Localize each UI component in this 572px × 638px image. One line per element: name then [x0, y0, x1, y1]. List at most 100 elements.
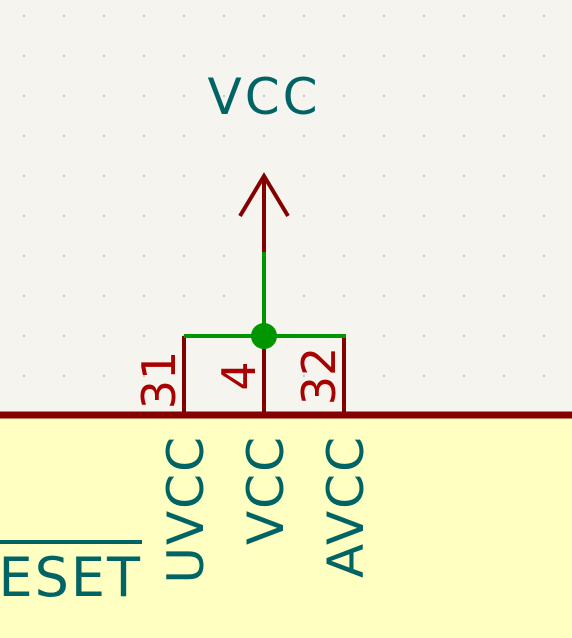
power-symbol-label: VCC	[207, 68, 320, 126]
grid-dot	[102, 94, 106, 98]
grid-dot	[302, 174, 306, 178]
grid-dot	[182, 214, 186, 218]
grid-dot	[502, 374, 506, 378]
grid-dot	[502, 294, 506, 298]
pin-name-vcc: VCC	[237, 435, 295, 545]
grid-dot	[222, 294, 226, 298]
grid-dot	[382, 294, 386, 298]
grid-dot	[542, 214, 546, 218]
grid-dot	[302, 14, 306, 18]
grid-dot	[222, 254, 226, 258]
grid-dot	[462, 174, 466, 178]
grid-dot	[22, 374, 26, 378]
grid-dot	[542, 294, 546, 298]
grid-dot	[22, 334, 26, 338]
pin-number-4: 4	[212, 361, 266, 390]
grid-dot	[502, 134, 506, 138]
grid-dot	[462, 94, 466, 98]
grid-dot	[22, 174, 26, 178]
grid-dot	[302, 54, 306, 58]
grid-dot	[342, 14, 346, 18]
grid-dot	[142, 134, 146, 138]
grid-dot	[182, 94, 186, 98]
grid-dot	[382, 134, 386, 138]
grid-dot	[142, 334, 146, 338]
grid-dot	[342, 214, 346, 218]
grid-dot	[382, 254, 386, 258]
grid-dot	[542, 254, 546, 258]
grid-dot	[62, 174, 66, 178]
grid-dot	[22, 14, 26, 18]
grid-dot	[262, 134, 266, 138]
power-symbol[interactable]: VCC	[207, 68, 320, 252]
grid-dot	[342, 294, 346, 298]
grid-dot	[422, 334, 426, 338]
grid-dot	[542, 54, 546, 58]
grid-dot	[382, 14, 386, 18]
grid-dot	[342, 54, 346, 58]
grid-dot	[462, 14, 466, 18]
grid-dot	[302, 254, 306, 258]
pin-number-32: 32	[292, 347, 346, 406]
grid-dot	[502, 14, 506, 18]
grid-dot	[302, 374, 306, 378]
grid-dot	[22, 254, 26, 258]
grid-dot	[382, 174, 386, 178]
grid-dot	[62, 294, 66, 298]
grid-dot	[542, 174, 546, 178]
grid-dot	[182, 294, 186, 298]
grid-dot	[102, 214, 106, 218]
grid-dot	[502, 94, 506, 98]
grid-dot	[502, 254, 506, 258]
grid-dot	[462, 254, 466, 258]
grid-dot	[542, 134, 546, 138]
pin-name-avcc: AVCC	[317, 435, 375, 578]
grid-dot	[302, 94, 306, 98]
junction-dot[interactable]	[251, 323, 277, 349]
grid-dot	[422, 54, 426, 58]
grid-dot	[142, 214, 146, 218]
grid-dot	[102, 334, 106, 338]
grid-dot	[222, 54, 226, 58]
grid-dot	[302, 294, 306, 298]
grid-dot	[342, 254, 346, 258]
grid-dot	[502, 174, 506, 178]
grid-dot	[62, 374, 66, 378]
grid-dot	[462, 54, 466, 58]
grid-dot	[462, 334, 466, 338]
grid-dot	[142, 94, 146, 98]
grid-dot	[22, 94, 26, 98]
grid-dot	[222, 174, 226, 178]
grid-dot	[62, 54, 66, 58]
grid-dot	[382, 374, 386, 378]
grid-dot	[182, 54, 186, 58]
component-body[interactable]	[0, 415, 572, 638]
grid-dot	[222, 374, 226, 378]
grid-dot	[22, 134, 26, 138]
grid-dot	[222, 214, 226, 218]
grid-dot	[462, 294, 466, 298]
grid-dot	[142, 54, 146, 58]
grid-dot	[262, 14, 266, 18]
grid-dot	[142, 294, 146, 298]
grid-dot	[422, 94, 426, 98]
grid-dot	[62, 94, 66, 98]
grid-dot	[542, 334, 546, 338]
pin-number-31: 31	[132, 351, 186, 410]
power-arrow-icon	[238, 172, 290, 218]
grid-dot	[102, 174, 106, 178]
grid-dot	[342, 174, 346, 178]
grid-dot	[102, 54, 106, 58]
grid-dot	[422, 134, 426, 138]
grid-dot	[22, 54, 26, 58]
grid-dot	[502, 214, 506, 218]
pin-name-uvcc: UVCC	[157, 435, 215, 584]
grid-dot	[462, 374, 466, 378]
grid-dot	[542, 374, 546, 378]
grid-dot	[182, 254, 186, 258]
grid-dot	[302, 134, 306, 138]
grid-dot	[502, 54, 506, 58]
grid-dot	[422, 174, 426, 178]
grid-dot	[542, 14, 546, 18]
